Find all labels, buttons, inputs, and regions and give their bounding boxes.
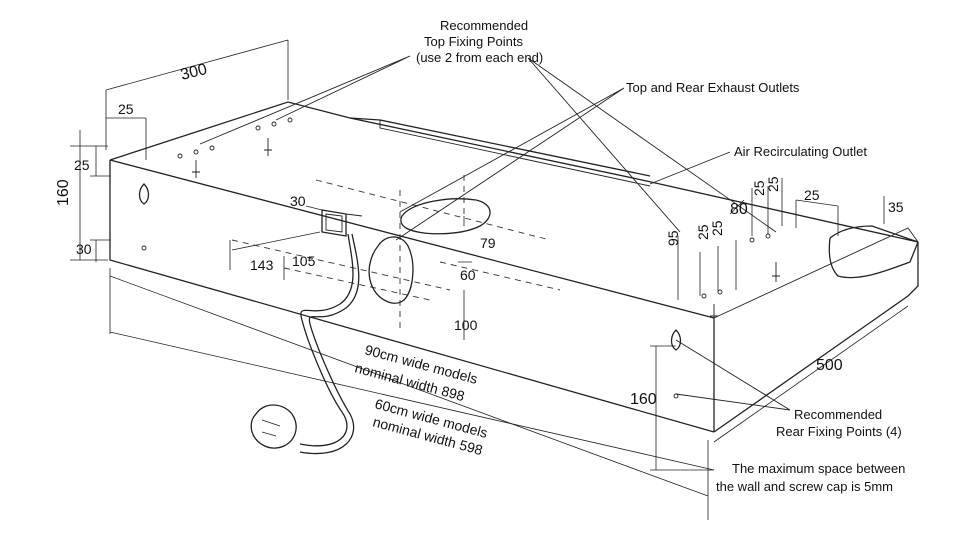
exhaust-label: Top and Rear Exhaust Outlets xyxy=(626,80,800,95)
dim-left-160: 160 xyxy=(55,179,72,206)
dim-95: 95 xyxy=(665,230,681,246)
rear-fixing-label-line2: Rear Fixing Points (4) xyxy=(776,424,902,439)
dim-100: 100 xyxy=(454,317,478,333)
note-line1: The maximum space between xyxy=(732,461,905,476)
dim-left-offset-25: 25 xyxy=(118,101,134,117)
power-cord xyxy=(250,233,360,455)
top-fixing-points xyxy=(177,117,780,322)
dim-right-160: 160 xyxy=(630,391,657,408)
dim-143: 143 xyxy=(250,257,274,273)
dim-500: 500 xyxy=(816,357,843,374)
recirc-label: Air Recirculating Outlet xyxy=(734,144,867,159)
dim-300: 300 xyxy=(179,61,209,84)
centre-lines xyxy=(231,175,561,330)
dim-left-top-25: 25 xyxy=(74,157,90,173)
dim-25b: 25 xyxy=(709,220,725,236)
leader-lines xyxy=(199,55,791,411)
dim-25a: 25 xyxy=(695,224,711,240)
dim-79: 79 xyxy=(480,235,496,251)
dim-35: 35 xyxy=(888,199,904,215)
top-fixing-label-line1: Recommended xyxy=(440,18,528,33)
dim-80: 80 xyxy=(730,201,748,218)
dim-centre-30: 30 xyxy=(290,193,306,209)
dim-60: 60 xyxy=(460,267,476,283)
rear-fixing-points xyxy=(138,183,682,399)
dim-left-bottom-30: 30 xyxy=(76,241,92,257)
dim-25c: 25 xyxy=(751,180,767,196)
dim-25d: 25 xyxy=(765,176,781,192)
exhaust-outlets xyxy=(368,198,491,304)
note-line2: the wall and screw cap is 5mm xyxy=(716,479,893,494)
dim-25e: 25 xyxy=(804,187,820,203)
hood-body xyxy=(109,101,919,433)
dimension-lines xyxy=(70,39,909,520)
top-fixing-label-line2: Top Fixing Points xyxy=(424,34,523,49)
rear-fixing-label-line1: Recommended xyxy=(794,407,882,422)
cable-bracket xyxy=(321,209,363,237)
top-fixing-label-line3: (use 2 from each end) xyxy=(416,50,543,65)
dim-105: 105 xyxy=(292,253,316,269)
